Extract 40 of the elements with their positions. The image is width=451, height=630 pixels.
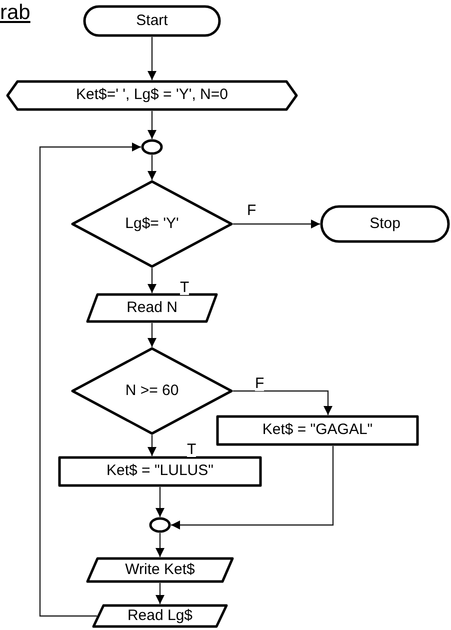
arrow <box>148 435 156 456</box>
arrow <box>156 487 164 517</box>
decision-diamond <box>71 180 233 268</box>
arrow <box>233 390 332 415</box>
arrow <box>156 533 164 557</box>
arrow <box>233 220 320 228</box>
node-text: Write Ket$ <box>125 560 195 580</box>
preparation-hexagon <box>6 80 298 111</box>
input-output-parallelogram <box>86 557 234 583</box>
arrow <box>39 142 141 617</box>
edge-label: F <box>255 376 264 391</box>
heading-fragment: rab <box>0 0 30 26</box>
arrow <box>148 37 156 80</box>
node-text: Ket$=' ', Lg$ = 'Y', N=0 <box>76 86 228 105</box>
node-text: Read N <box>126 298 178 318</box>
edge-label: T <box>180 280 190 295</box>
edge-label: F <box>247 203 256 218</box>
connector-circle <box>141 139 163 155</box>
arrow <box>156 583 164 604</box>
input-output-parallelogram <box>86 293 218 323</box>
node-text: Start <box>136 12 168 30</box>
arrow <box>171 446 334 530</box>
terminal-shape <box>320 205 450 243</box>
arrow <box>148 155 156 180</box>
input-output-parallelogram <box>92 604 228 628</box>
node-text: Lg$= 'Y' <box>125 214 179 234</box>
arrow <box>148 323 156 347</box>
node-text: Read Lg$ <box>127 606 193 626</box>
arrow <box>148 111 156 139</box>
node-text: N >= 60 <box>125 382 179 400</box>
terminal-shape <box>83 5 221 37</box>
node-text: Ket$ = "GAGAL" <box>262 421 373 440</box>
edge-label: T <box>187 442 196 457</box>
connector-circle <box>149 517 171 533</box>
node-text: Stop <box>370 214 400 234</box>
process-box <box>58 456 262 487</box>
decision-diamond <box>71 347 233 435</box>
process-box <box>216 415 419 446</box>
arrow <box>148 268 156 293</box>
node-text: Ket$ = "LULUS" <box>106 462 214 481</box>
